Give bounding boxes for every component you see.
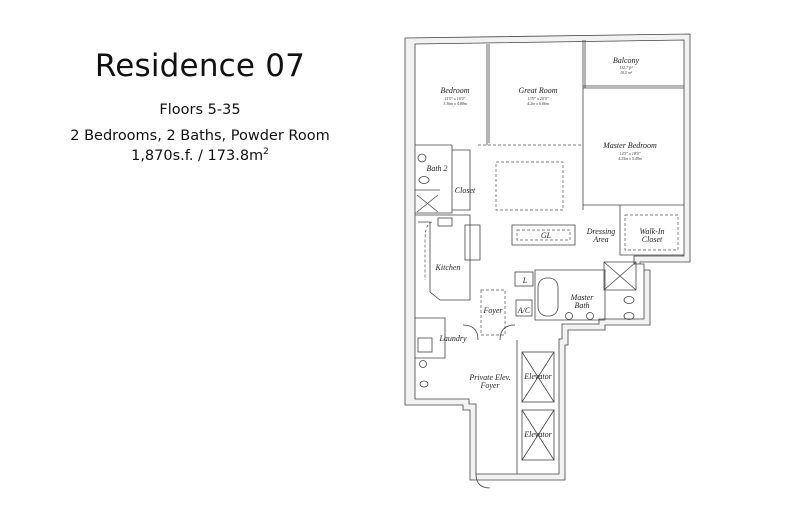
great-room-label: Great Room xyxy=(518,86,557,95)
l-label: L xyxy=(522,276,528,285)
dressing-area-label: Area xyxy=(592,235,608,244)
elev-foyer-label-2: Foyer xyxy=(479,381,500,390)
master-bath-label: Master xyxy=(570,293,595,302)
ac-label: A/C xyxy=(517,306,531,315)
rooms-text: 2 Bedrooms, 2 Baths, Powder Room xyxy=(70,128,330,144)
bath2-label: Bath 2 xyxy=(426,164,447,173)
area-text: 1,870s.f. / 173.8m2 xyxy=(0,147,400,164)
elev-foyer-label: Private Elev. xyxy=(468,373,510,382)
elevator-shaft-2 xyxy=(521,409,555,461)
elevator-1-label: Elevator xyxy=(523,372,552,381)
master-bath-label-2: Bath xyxy=(574,301,589,310)
elevator-2-label: Elevator xyxy=(523,430,552,439)
bedroom-dim-ft: 11'0" x 16'0" xyxy=(445,96,466,101)
walls xyxy=(404,33,691,489)
dressing-label: Dressing xyxy=(586,227,616,236)
walkin-label: Walk-In xyxy=(639,227,664,236)
laundry-label: Laundry xyxy=(438,334,467,343)
elevator-shaft-1 xyxy=(521,351,555,403)
great-room-dim-m: 4.2m x 6.06m xyxy=(527,101,549,106)
master-bedroom-dim-ft: 14'3" x 18'0" xyxy=(620,151,641,156)
balcony-dim-ft: 112.7 ft² xyxy=(619,65,633,70)
foyer-label: Foyer xyxy=(482,306,503,315)
master-bedroom-label: Master Bedroom xyxy=(602,141,657,150)
balcony-dim-m: 10.5 m² xyxy=(620,70,633,75)
area-value: 1,870s.f. / 173.8m xyxy=(131,147,264,164)
closet-label: Closet xyxy=(455,186,476,195)
bedroom-label: Bedroom xyxy=(440,86,469,95)
page-title: Residence 07 xyxy=(94,48,306,84)
balcony-label: Balcony xyxy=(613,56,640,65)
room-labels: Bedroom 11'0" x 16'0" 3.36m x 4.88m Grea… xyxy=(426,56,664,439)
area-superscript: 2 xyxy=(263,147,269,157)
master-bedroom-dim-m: 4.35m x 5.49m xyxy=(618,156,642,161)
bedroom-dim-m: 3.36m x 4.88m xyxy=(443,101,467,106)
kitchen-label: Kitchen xyxy=(435,263,461,272)
great-room-dim-ft: 13'9" x 20'0" xyxy=(528,96,549,101)
gl-label: GL xyxy=(541,231,552,240)
walkin-closet-label: Closet xyxy=(642,235,663,244)
floors-text: Floors 5-35 xyxy=(159,102,241,118)
